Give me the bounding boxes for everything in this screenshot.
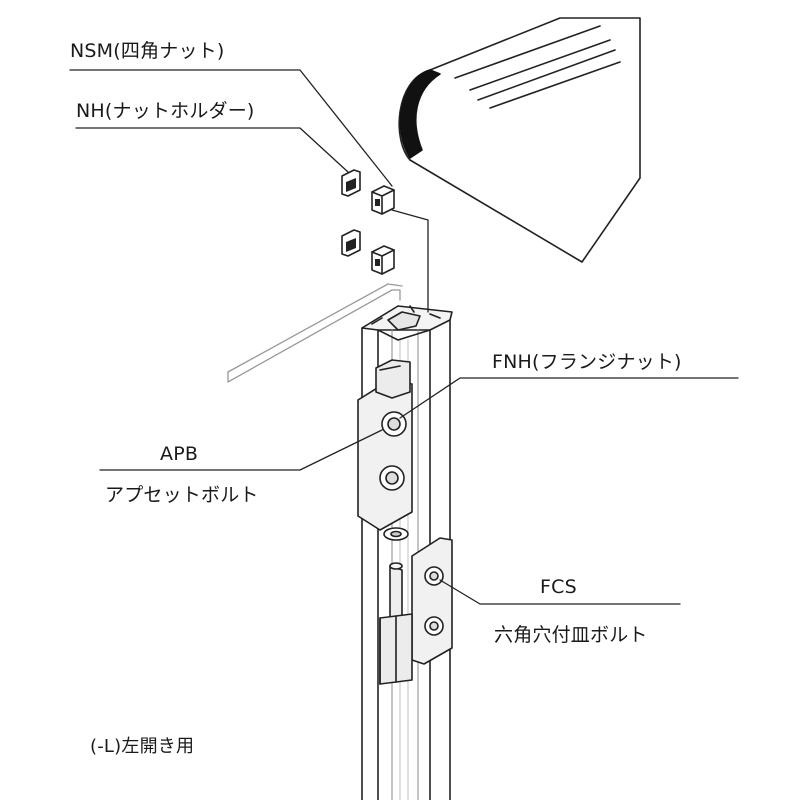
label-left-opening-variant: (-L)左開き用 bbox=[90, 736, 195, 757]
label-apb-upset-bolt: アプセットボルト bbox=[105, 484, 259, 506]
square-nut-upper bbox=[371, 185, 395, 215]
nut-holder-upper bbox=[341, 169, 361, 197]
leader-nsm bbox=[69, 69, 393, 187]
square-nut-lower bbox=[371, 245, 395, 275]
leader-fcs bbox=[439, 579, 681, 605]
nut-holder-lower bbox=[341, 229, 361, 257]
label-nsm-square-nut: NSM(四角ナット) bbox=[70, 40, 225, 62]
panel-outline bbox=[227, 283, 403, 383]
upper-hinge-leaf bbox=[357, 359, 413, 531]
lower-hinge-leaf bbox=[379, 537, 453, 685]
label-fcs: FCS bbox=[540, 576, 577, 598]
leader-nh bbox=[75, 127, 349, 173]
tube-end-cap bbox=[399, 69, 441, 159]
label-apb: APB bbox=[160, 443, 199, 465]
label-fcs-countersunk-bolt: 六角穴付皿ボルト bbox=[494, 624, 648, 646]
leader-fnh bbox=[399, 377, 739, 419]
leader-apb bbox=[99, 429, 383, 471]
label-nh-nut-holder: NH(ナットホルダー) bbox=[76, 100, 255, 122]
label-fnh-flange-nut: FNH(フランジナット) bbox=[492, 351, 682, 373]
leader-lines bbox=[69, 69, 739, 605]
horizontal-tube bbox=[398, 17, 641, 263]
